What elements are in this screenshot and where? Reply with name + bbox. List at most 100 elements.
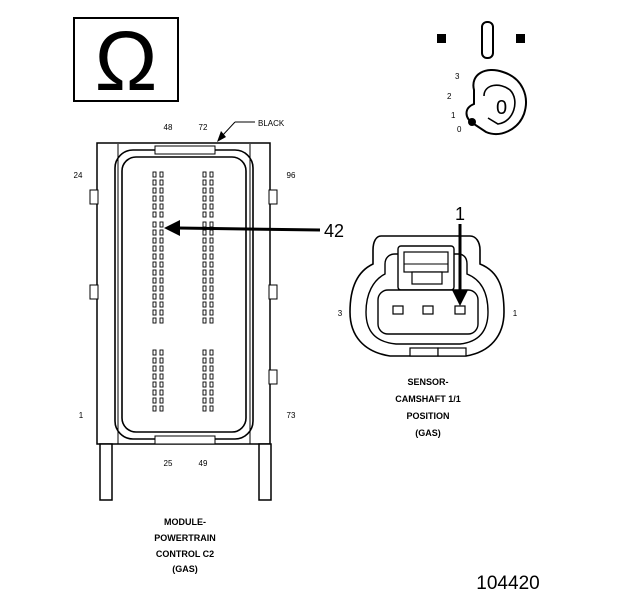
pin-cavity — [159, 245, 164, 252]
pin-label-96: 96 — [287, 171, 296, 180]
pin-cavity — [209, 261, 214, 268]
pin-cavity — [159, 211, 164, 218]
pin-cavity — [159, 237, 164, 244]
pin-label-72: 72 — [199, 123, 208, 132]
key-position-dot — [468, 118, 476, 126]
pin-label-73: 73 — [287, 411, 296, 420]
pin-label-49: 49 — [199, 459, 208, 468]
sensor-pin-label-left: 3 — [338, 309, 343, 318]
pin-cavity — [202, 269, 207, 276]
pin-cavity — [202, 285, 207, 292]
pin-cavity — [159, 301, 164, 308]
pin-cavity — [159, 293, 164, 300]
switch-dot-right — [516, 34, 525, 43]
sensor-caption-line-2: CAMSHAFT 1/1 — [395, 394, 461, 404]
switch-pos-3: 3 — [455, 72, 460, 81]
sensor-foot-right — [437, 347, 467, 357]
omega-box — [73, 17, 179, 102]
pin-cavity — [202, 261, 207, 268]
pin-cavity — [159, 277, 164, 284]
sensor-latch-tab — [411, 271, 443, 285]
pin-cavity — [209, 373, 214, 380]
pin-label-1: 1 — [79, 411, 84, 420]
ignition-switch-icon: 0 3 2 1 0 — [437, 21, 527, 135]
pin-cavity — [152, 221, 157, 228]
switch-pos-1: 1 — [451, 111, 456, 120]
pin-cavity — [152, 171, 157, 178]
key-inner — [483, 84, 516, 125]
pin-cavity — [159, 373, 164, 380]
pin-cavity — [159, 179, 164, 186]
pin-cavity — [152, 229, 157, 236]
pin-cavity — [202, 211, 207, 218]
omega-icon: Ω — [95, 14, 158, 108]
pin-cavity — [159, 253, 164, 260]
pin-label-24: 24 — [74, 171, 83, 180]
pin-cavity — [209, 203, 214, 210]
pin-cavity — [152, 269, 157, 276]
pin-cavity — [152, 405, 157, 412]
pin-cavity — [152, 301, 157, 308]
pcm-caption-line-3: CONTROL C2 — [156, 549, 214, 559]
pin-cavity — [159, 187, 164, 194]
sensor-caption-line-1: SENSOR- — [407, 377, 448, 387]
pin-cavity — [202, 253, 207, 260]
pin-cavity — [202, 309, 207, 316]
pin-cavity — [159, 405, 164, 412]
switch-pos-2: 2 — [447, 92, 452, 101]
pin-cavity — [159, 269, 164, 276]
connector-lock-tab-right-low — [268, 369, 278, 385]
pin-cavity — [159, 349, 164, 356]
pin-cavity — [159, 261, 164, 268]
pin-cavity — [209, 187, 214, 194]
pin-cavity — [159, 171, 164, 178]
harness-leg-right — [258, 443, 272, 501]
figure-number: 104420 — [476, 573, 539, 594]
sensor-inner-body — [365, 253, 489, 345]
connector-outer-housing — [96, 142, 271, 445]
pin-cavity — [152, 195, 157, 202]
pin-cavity — [202, 229, 207, 236]
pin-cavity — [202, 405, 207, 412]
pin-42-callout-arrowhead — [164, 220, 180, 236]
pcm-caption-line-4: (GAS) — [172, 564, 198, 574]
black-label-arrow-shaft — [221, 121, 236, 137]
pin-cavity — [209, 357, 214, 364]
connector-bottom-tab — [154, 435, 216, 445]
ohmmeter-symbol: Ω — [73, 14, 179, 108]
pin-cavity — [209, 269, 214, 276]
pin-cavity — [152, 293, 157, 300]
pin-cavity — [202, 171, 207, 178]
pin-cavity — [209, 221, 214, 228]
connector-color-label: BLACK — [258, 119, 285, 128]
pin-cavity — [209, 237, 214, 244]
pin-cavity — [202, 301, 207, 308]
key-position-label: 0 — [496, 97, 507, 119]
pin-cavities — [152, 171, 214, 412]
pin-cavity — [202, 277, 207, 284]
pin-cavity — [202, 349, 207, 356]
switch-pos-0: 0 — [457, 125, 462, 134]
pin-cavity — [209, 253, 214, 260]
key-body — [465, 69, 527, 135]
pin-42-callout-line — [177, 226, 321, 232]
pin-cavity — [202, 187, 207, 194]
pin-cavity — [202, 237, 207, 244]
pin-cavity — [152, 381, 157, 388]
sensor-pin-3 — [392, 305, 404, 315]
pin-1-callout-arrowhead — [452, 290, 468, 306]
pin-cavity — [209, 317, 214, 324]
pin-cavity — [152, 211, 157, 218]
pin-cavity — [202, 381, 207, 388]
connector-lock-tab-right — [268, 189, 278, 205]
pin-cavity — [202, 203, 207, 210]
black-label-arrowhead — [217, 131, 226, 142]
pin-cavity — [159, 317, 164, 324]
pin-cavity — [152, 317, 157, 324]
sensor-foot-left — [409, 347, 439, 357]
pin-cavity — [202, 179, 207, 186]
sensor-caption-line-3: POSITION — [406, 411, 449, 421]
pcm-caption-line-1: MODULE- — [164, 517, 206, 527]
pin-42-callout-label: 42 — [324, 221, 344, 241]
pin-cavity — [159, 389, 164, 396]
